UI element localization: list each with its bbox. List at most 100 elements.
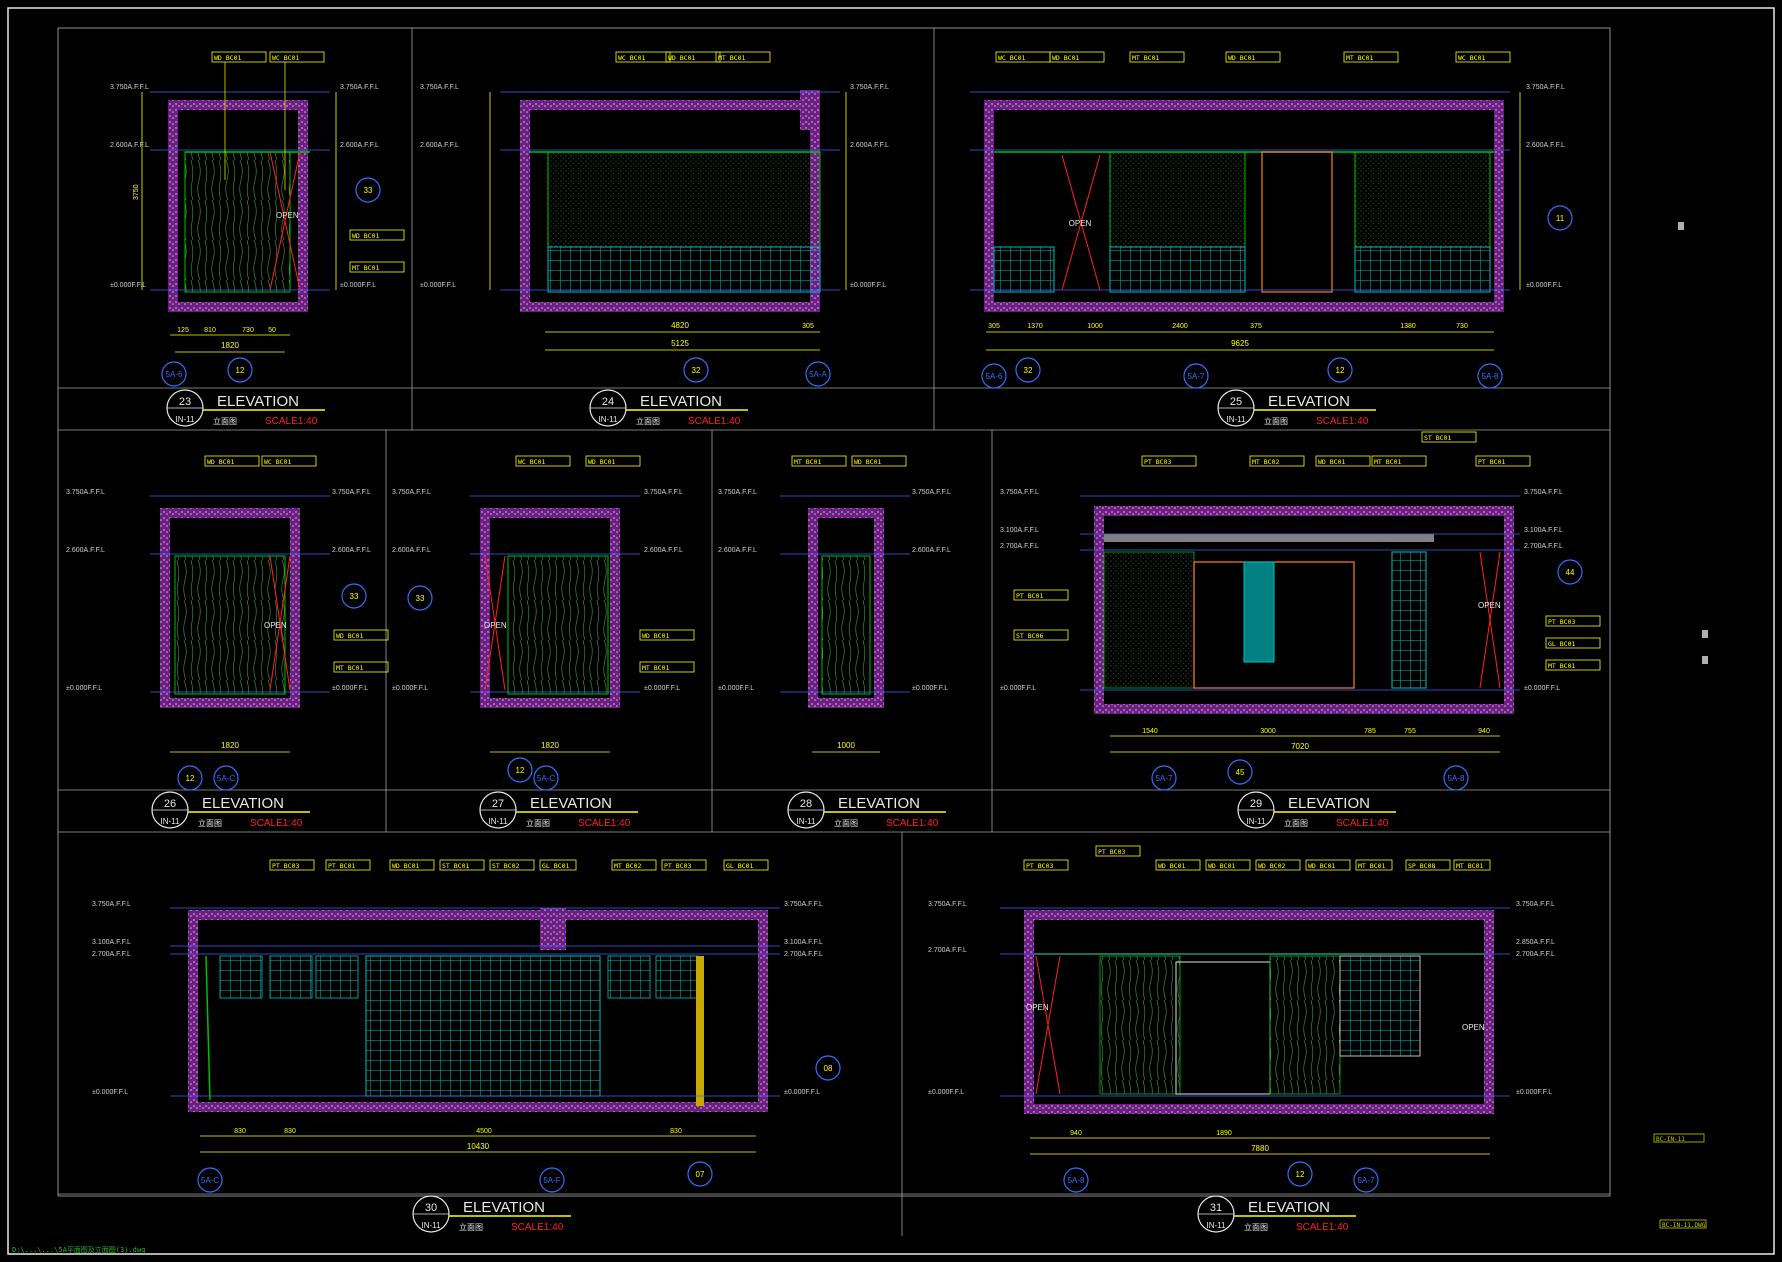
svg-text:±0.000F.F.L: ±0.000F.F.L — [1524, 685, 1560, 692]
svg-text:12: 12 — [236, 366, 245, 375]
svg-text:±0.000F.F.L: ±0.000F.F.L — [420, 282, 456, 289]
svg-text:PT BC01: PT BC01 — [328, 862, 355, 870]
title-number: 27 — [492, 798, 504, 810]
svg-text:MT BC01: MT BC01 — [1548, 662, 1575, 670]
svg-text:5A-C: 5A-C — [201, 1176, 219, 1185]
svg-text:3.750A.F.F.L: 3.750A.F.F.L — [1524, 489, 1563, 496]
title-text: ELEVATION — [217, 393, 299, 410]
svg-text:OPEN: OPEN — [1462, 1023, 1485, 1032]
title-scale: SCALE1:40 — [886, 818, 939, 829]
svg-text:MT BC02: MT BC02 — [614, 862, 641, 870]
svg-text:730: 730 — [242, 327, 254, 334]
dim-23-total: 1820 — [221, 341, 239, 350]
title-subtitle: 立面图 — [1284, 818, 1308, 828]
svg-text:2.700A.F.F.L: 2.700A.F.F.L — [1000, 543, 1039, 550]
svg-text:12: 12 — [516, 766, 525, 775]
elevation-30: 830 830 4500 830 10430 3.750A.F.F.L 3.10… — [92, 859, 841, 1193]
svg-text:MT BC01: MT BC01 — [718, 54, 745, 62]
svg-text:3.100A.F.F.L: 3.100A.F.F.L — [1524, 527, 1563, 534]
svg-text:±0.000F.F.L: ±0.000F.F.L — [1526, 282, 1562, 289]
svg-text:WC BC01: WC BC01 — [998, 54, 1025, 62]
svg-text:GL BC01: GL BC01 — [542, 862, 569, 870]
svg-text:5A-A: 5A-A — [809, 370, 827, 379]
svg-text:±0.000F.F.L: ±0.000F.F.L — [718, 685, 754, 692]
svg-text:45: 45 — [1236, 768, 1245, 777]
svg-text:MT BC01: MT BC01 — [1358, 862, 1385, 870]
elevation-24: 4820 305 5125 3.750A.F.F.L 2.600A.F.F.L … — [420, 51, 889, 387]
title-scale: SCALE1:40 — [1336, 818, 1389, 829]
svg-text:WC BC01: WC BC01 — [264, 458, 291, 466]
svg-text:2.600A.F.F.L: 2.600A.F.F.L — [718, 547, 757, 554]
svg-text:2.700A.F.F.L: 2.700A.F.F.L — [784, 951, 823, 958]
title-text: ELEVATION — [202, 795, 284, 812]
title-subtitle: 立面图 — [834, 818, 858, 828]
svg-text:4500: 4500 — [476, 1128, 492, 1135]
svg-text:MT BC01: MT BC01 — [336, 664, 363, 672]
title-sheet-ref: IN-11 — [1207, 1221, 1227, 1230]
svg-text:5A-8: 5A-8 — [1068, 1176, 1085, 1185]
title-subtitle: 立面图 — [636, 416, 660, 426]
svg-text:ST BC06: ST BC06 — [1016, 632, 1043, 640]
title-text: ELEVATION — [1248, 1199, 1330, 1216]
svg-text:1380: 1380 — [1400, 323, 1416, 330]
svg-text:785: 785 — [1364, 728, 1376, 735]
svg-text:2.600A.F.F.L: 2.600A.F.F.L — [1526, 142, 1565, 149]
title-text: ELEVATION — [1268, 393, 1350, 410]
svg-text:830: 830 — [234, 1128, 246, 1135]
svg-text:±0.000F.F.L: ±0.000F.F.L — [784, 1089, 820, 1096]
svg-text:44: 44 — [1566, 568, 1575, 577]
svg-text:3.750A.F.F.L: 3.750A.F.F.L — [92, 901, 131, 908]
svg-text:3.750A.F.F.L: 3.750A.F.F.L — [420, 84, 459, 91]
svg-text:32: 32 — [692, 366, 701, 375]
svg-text:WD BC01: WD BC01 — [642, 632, 669, 640]
title-subtitle: 立面图 — [198, 818, 222, 828]
stamp-a — [1653, 1133, 1705, 1143]
elevation-26: 1820 3.750A.F.F.L 2.600A.F.F.L ±0.000F.F… — [66, 455, 389, 791]
svg-text:33: 33 — [350, 592, 359, 601]
svg-text:2.600A.F.F.L: 2.600A.F.F.L — [912, 547, 951, 554]
svg-text:WD BC01: WD BC01 — [1228, 54, 1255, 62]
elevation-28: 1000 3.750A.F.F.L 2.600A.F.F.L ±0.000F.F… — [718, 455, 951, 753]
svg-text:PT BC03: PT BC03 — [1548, 618, 1575, 626]
svg-text:3.750A.F.F.L: 3.750A.F.F.L — [110, 84, 149, 91]
svg-text:3.750A.F.F.L: 3.750A.F.F.L — [1000, 489, 1039, 496]
svg-text:5A-6: 5A-6 — [986, 372, 1003, 381]
svg-text:3.100A.F.F.L: 3.100A.F.F.L — [784, 939, 823, 946]
svg-text:OPEN: OPEN — [484, 621, 507, 630]
title-text: ELEVATION — [530, 795, 612, 812]
svg-text:1540: 1540 — [1142, 728, 1158, 735]
svg-text:WD BC01: WD BC01 — [1308, 862, 1335, 870]
svg-text:1820: 1820 — [221, 741, 239, 750]
svg-text:OPEN: OPEN — [1026, 1003, 1049, 1012]
svg-text:730: 730 — [1456, 323, 1468, 330]
svg-text:±0.000F.F.L: ±0.000F.F.L — [66, 685, 102, 692]
svg-text:2.600A.F.F.L: 2.600A.F.F.L — [420, 142, 459, 149]
title-subtitle: 立面图 — [1244, 1222, 1268, 1232]
svg-text:375: 375 — [1250, 323, 1262, 330]
title-number: 23 — [179, 396, 191, 408]
svg-text:BC-IN-11: BC-IN-11 — [1656, 1136, 1685, 1143]
svg-text:MT BC01: MT BC01 — [1346, 54, 1373, 62]
svg-text:5A-7: 5A-7 — [1358, 1176, 1375, 1185]
title-sheet-ref: IN-11 — [422, 1221, 442, 1230]
svg-text:33: 33 — [364, 186, 373, 195]
svg-text:4820: 4820 — [671, 321, 689, 330]
sheet-border — [7, 7, 1775, 1255]
svg-text:5A-C: 5A-C — [537, 774, 555, 783]
svg-text:11: 11 — [1556, 214, 1565, 223]
svg-text:5A-F: 5A-F — [543, 1176, 560, 1185]
margin-mark — [1702, 630, 1708, 638]
svg-text:2.600A.F.F.L: 2.600A.F.F.L — [332, 547, 371, 554]
title-number: 28 — [800, 798, 812, 810]
svg-text:±0.000F.F.L: ±0.000F.F.L — [928, 1089, 964, 1096]
svg-text:755: 755 — [1404, 728, 1416, 735]
svg-text:±0.000F.F.L: ±0.000F.F.L — [92, 1089, 128, 1096]
margin-mark — [1678, 222, 1684, 230]
svg-text:PT BC03: PT BC03 — [1144, 458, 1171, 466]
svg-text:WD BC01: WD BC01 — [588, 458, 615, 466]
